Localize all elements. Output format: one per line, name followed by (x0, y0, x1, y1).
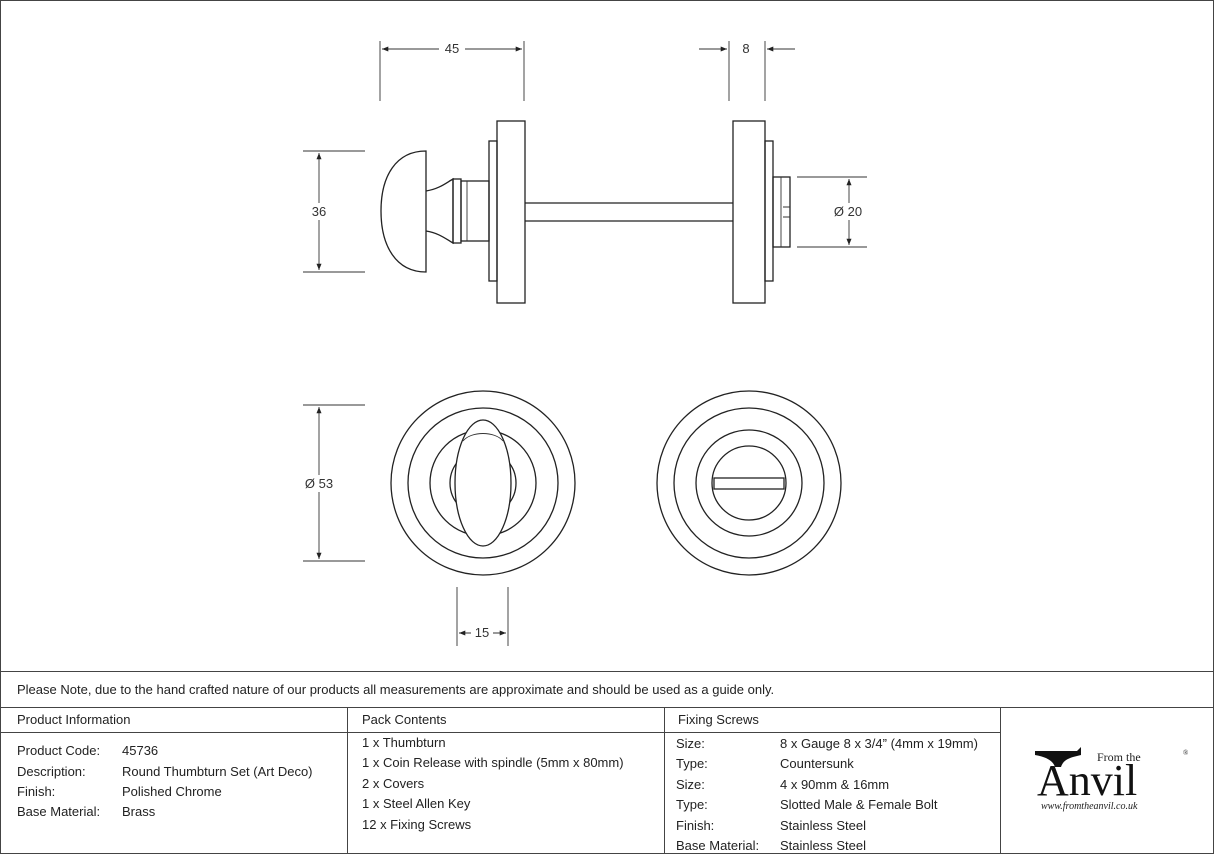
col-divider-3 (1000, 707, 1001, 854)
thumbturn-side-view (380, 120, 526, 304)
logo-url: www.fromtheanvil.co.uk (1041, 801, 1138, 812)
product-information-heading: Product Information (17, 712, 131, 727)
dim-20: Ø 20 (797, 176, 867, 248)
technical-drawing: 45 8 36 Ø 20 (299, 41, 867, 646)
divider-header (1, 732, 1001, 733)
pack-item: 1 x Coin Release with spindle (5mm x 80m… (362, 755, 624, 770)
spindle (525, 202, 733, 222)
screw-material-value: Stainless Steel (780, 838, 866, 853)
screw-type-label: Type: (676, 756, 708, 771)
pack-item: 1 x Steel Allen Key (362, 796, 471, 811)
finish-label: Finish: (17, 784, 56, 799)
release-boss (772, 176, 791, 248)
bolt-type-label: Type: (676, 797, 708, 812)
logo-from-the: From the (1097, 750, 1141, 764)
dim-45: 45 (379, 41, 525, 101)
release-side-view (732, 120, 791, 304)
dim-36: 36 (303, 150, 365, 273)
screw-type-value: Countersunk (780, 756, 854, 771)
collar-ring (452, 178, 462, 244)
product-code-value: 45736 (122, 743, 159, 758)
bolt-size-label: Size: (676, 777, 705, 792)
screw-size-value: 8 x Gauge 8 x 3/4” (4mm x 19mm) (780, 736, 978, 751)
screw-material-label: Base Material: (676, 838, 760, 853)
dim-36-label: 36 (312, 204, 326, 219)
screw-finish-value: Stainless Steel (780, 818, 866, 833)
dim-8: 8 (699, 41, 795, 101)
bolt-size-value: 4 x 90mm & 16mm (780, 777, 890, 792)
dim-53-label: Ø 53 (305, 476, 333, 491)
dim-15-label: 15 (475, 625, 489, 640)
dim-53: Ø 53 (299, 404, 365, 562)
pack-contents-heading: Pack Contents (362, 712, 447, 727)
coin-slot (713, 477, 785, 490)
description-value: Round Thumbturn Set (Art Deco) (122, 764, 313, 779)
rose-plate (496, 120, 526, 304)
dim-20-label: Ø 20 (834, 204, 862, 219)
base-material-label: Base Material: (17, 804, 101, 819)
pack-item: 1 x Thumbturn (362, 735, 446, 750)
col-divider-1 (347, 707, 348, 854)
col-divider-2 (664, 707, 665, 854)
logo-registered: ® (1183, 749, 1189, 757)
release-rose-inner (764, 140, 774, 282)
release-rose-plate (732, 120, 766, 304)
dim-15: 15 (456, 587, 509, 646)
pack-item: 12 x Fixing Screws (362, 817, 472, 832)
release-front-view (656, 390, 842, 576)
bolt-type-value: Slotted Male & Female Bolt (780, 797, 938, 812)
base-material-value: Brass (122, 804, 156, 819)
knob-dome (380, 150, 427, 273)
pack-item: 2 x Covers (362, 776, 425, 791)
knob-neck (425, 177, 454, 245)
collar (460, 180, 490, 242)
logo-anvil-word: Anvil (1037, 756, 1137, 805)
disclaimer-note: Please Note, due to the hand crafted nat… (17, 682, 775, 697)
product-code-label: Product Code: (17, 743, 101, 758)
screw-size-label: Size: (676, 736, 705, 751)
from-the-anvil-logo: From the ® Anvil www.fromtheanvil.co.uk (1033, 743, 1193, 823)
anvil-icon (1035, 747, 1081, 767)
dim-8-label: 8 (742, 41, 749, 56)
divider-top (1, 671, 1214, 672)
anvil-logo-graphic: From the ® Anvil www.fromtheanvil.co.uk (1035, 747, 1189, 812)
description-label: Description: (17, 764, 86, 779)
dim-45-label: 45 (445, 41, 459, 56)
screw-finish-label: Finish: (676, 818, 715, 833)
fixing-screws-heading: Fixing Screws (678, 712, 759, 727)
finish-value: Polished Chrome (122, 784, 222, 799)
divider-note (1, 707, 1214, 708)
rose-inner (488, 140, 498, 282)
thumbturn-front-view (390, 390, 576, 576)
